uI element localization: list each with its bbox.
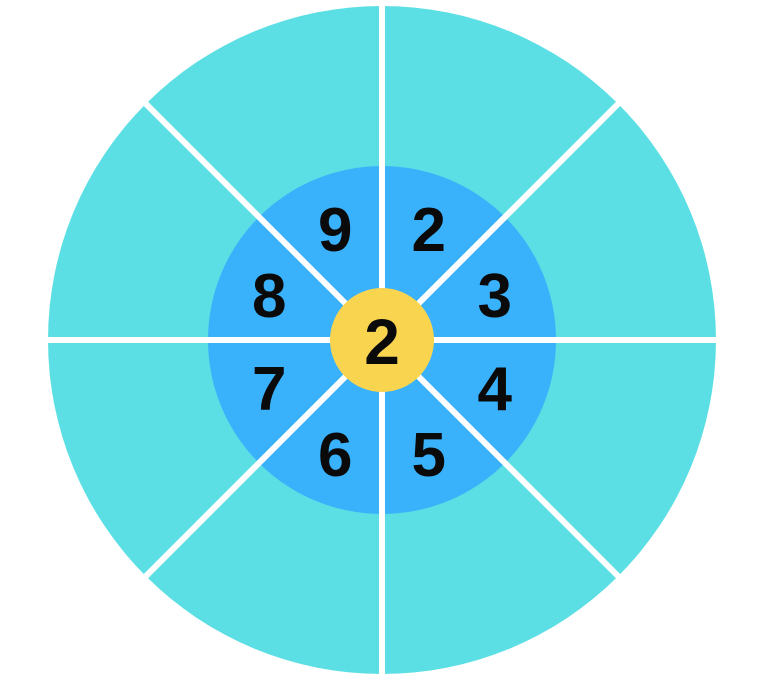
divider-line-up-right xyxy=(379,101,621,343)
sector-number-bottom-left: 6 xyxy=(318,421,352,490)
sector-number-left-lower: 7 xyxy=(252,355,286,424)
sector-number-left-upper: 8 xyxy=(252,262,286,331)
sector-number-top-right: 2 xyxy=(411,196,445,265)
divider-line-down-right xyxy=(379,337,621,579)
sector-divider-lines xyxy=(48,6,716,674)
sector-number-right-upper: 3 xyxy=(477,262,511,331)
sector-number-right-lower: 4 xyxy=(477,355,512,424)
wheel-numbers: 2 2 3 4 5 6 7 8 9 xyxy=(252,196,512,490)
sector-number-top-left: 9 xyxy=(318,196,352,265)
divider-line-up-left xyxy=(143,101,385,343)
sector-number-bottom-right: 5 xyxy=(411,421,445,490)
center-circle xyxy=(330,288,434,392)
divider-line-down-left xyxy=(143,337,385,579)
center-number: 2 xyxy=(364,306,400,378)
